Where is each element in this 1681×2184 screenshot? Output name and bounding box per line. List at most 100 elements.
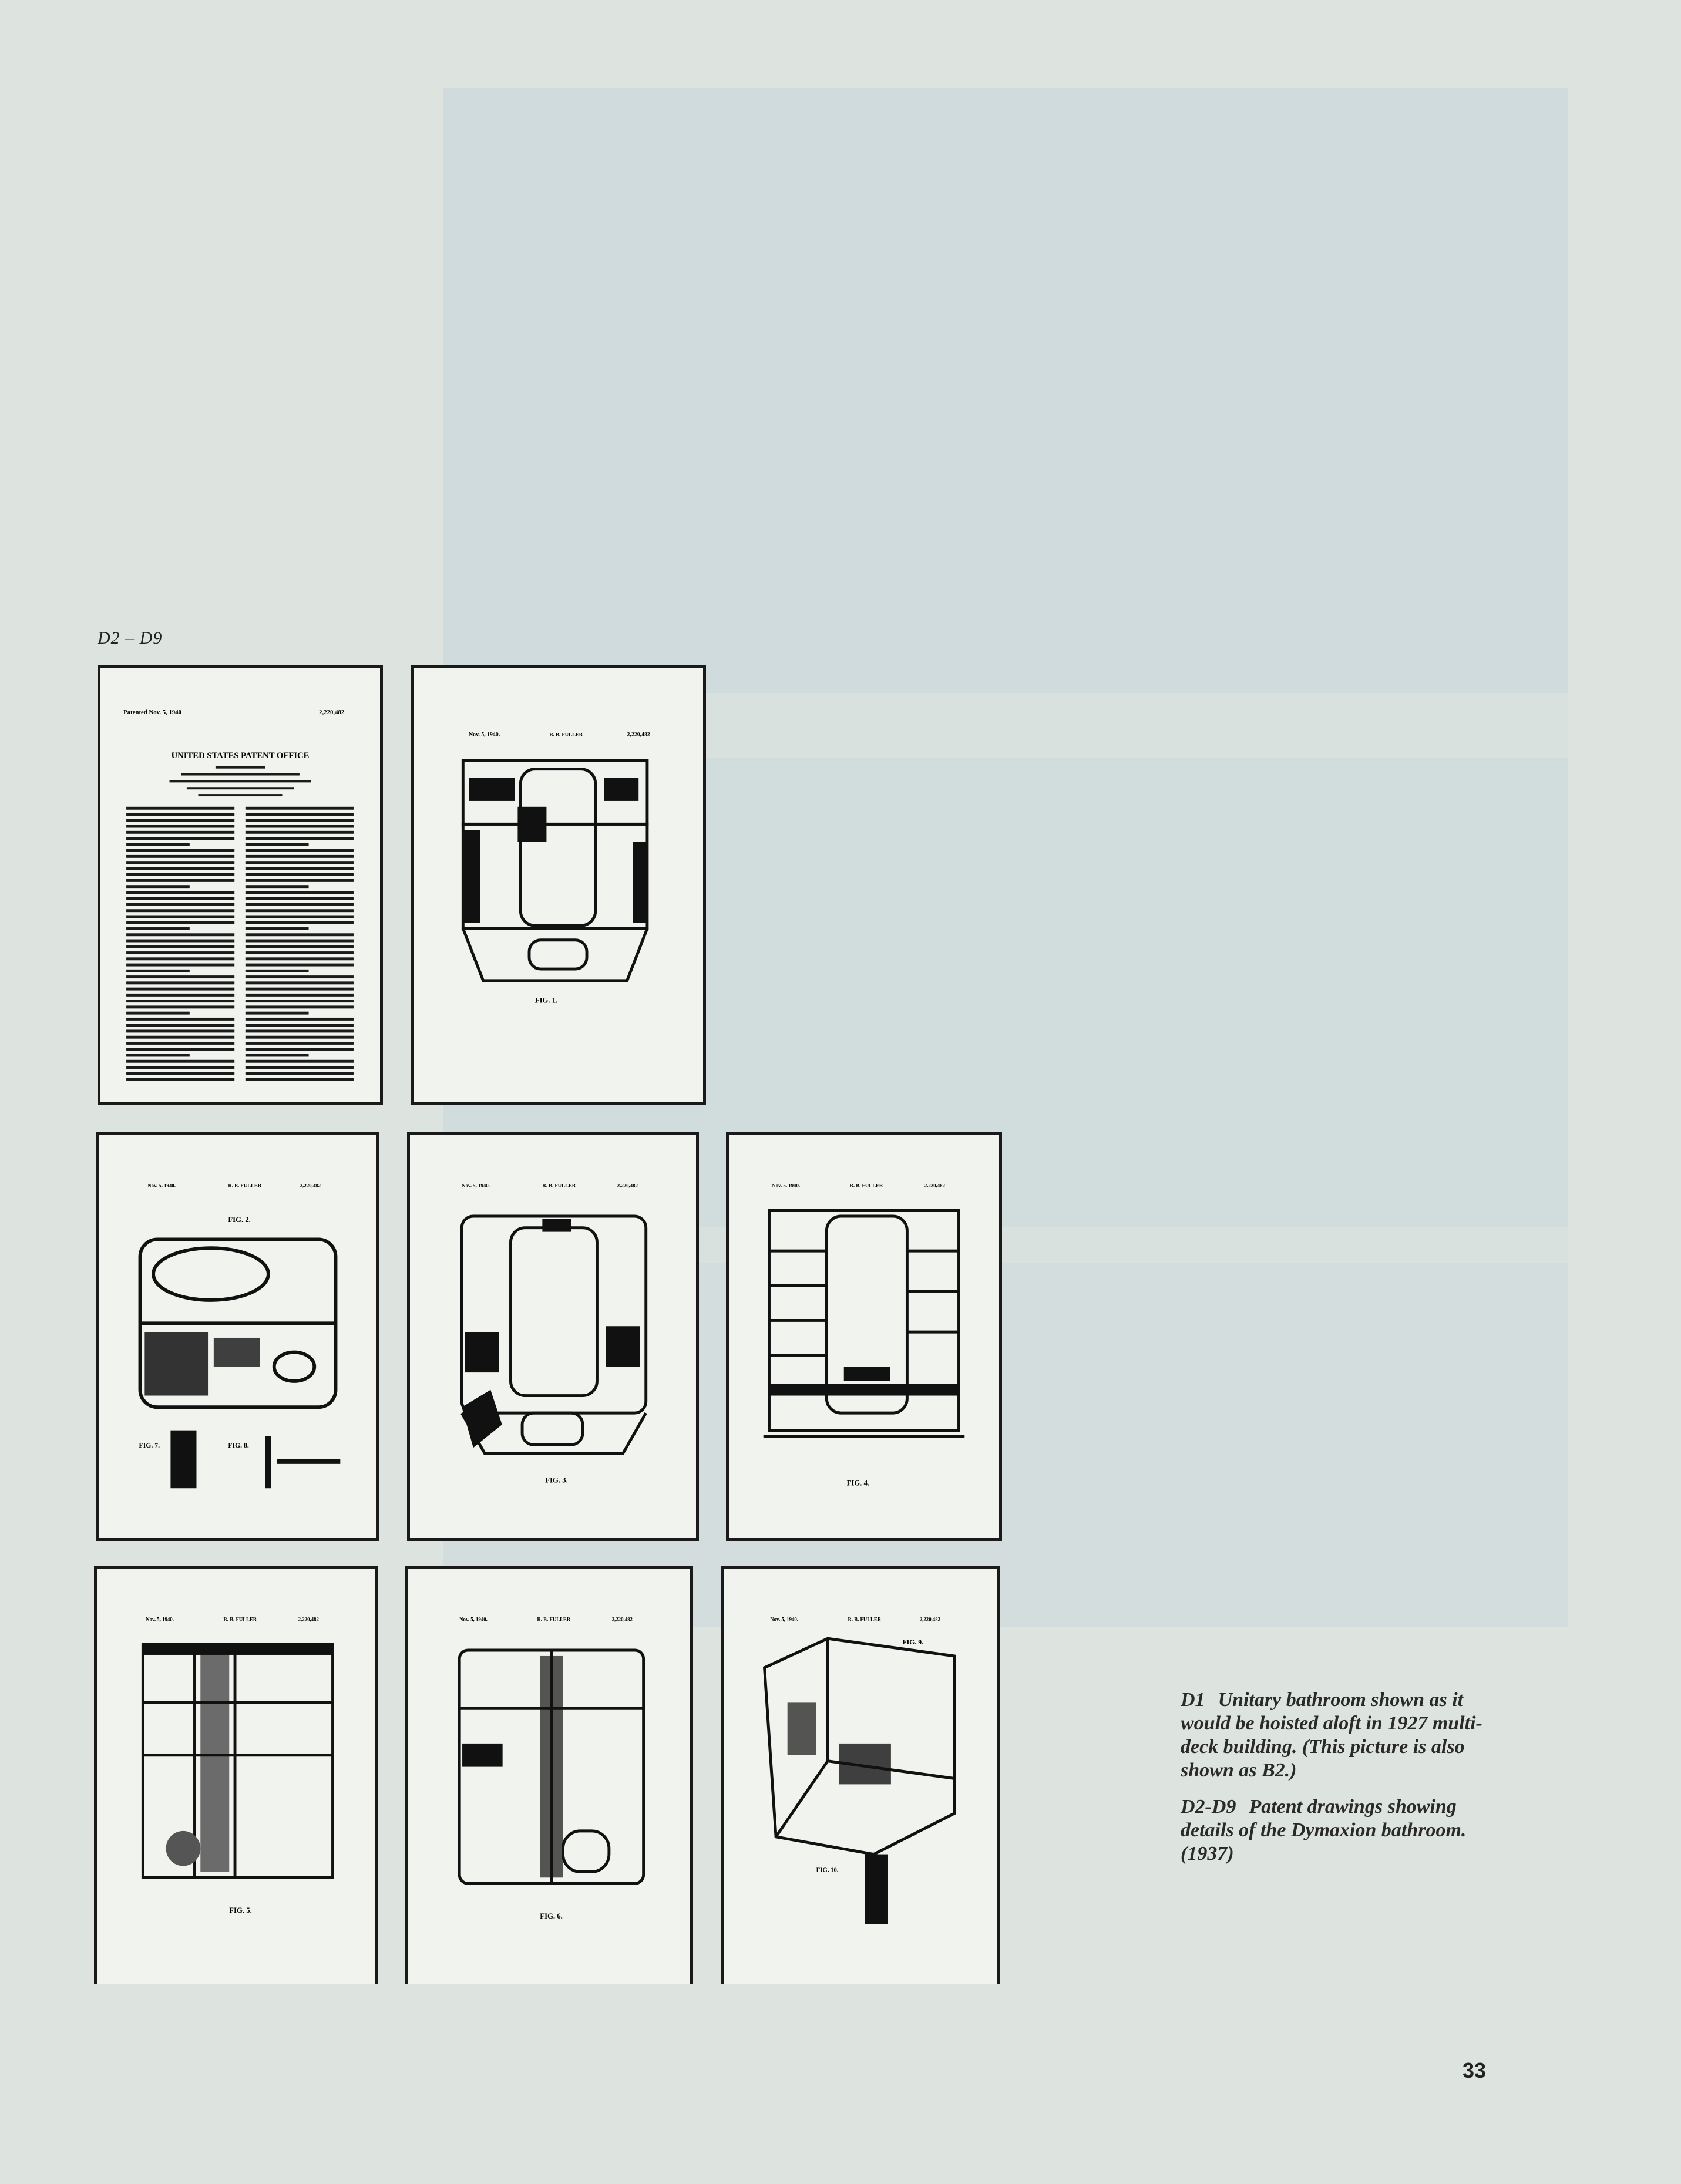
text-line	[245, 885, 309, 889]
sheet-header-mid: R. B. FULLER	[850, 1183, 883, 1189]
text-line	[245, 873, 354, 876]
text-line	[245, 867, 354, 870]
text-line	[126, 854, 235, 858]
text-line	[126, 1005, 235, 1009]
text-line	[245, 921, 354, 924]
text-line	[245, 1017, 354, 1021]
text-line	[245, 825, 354, 828]
text-line	[245, 1005, 354, 1009]
sheet-header-left: Nov. 5, 1940.	[147, 1183, 176, 1189]
fig-label: FIG. 3.	[545, 1476, 568, 1484]
patent-drawing-sheet-fig2: Nov. 5, 1940. R. B. FULLER 2,220,482 FIG…	[96, 1132, 379, 1541]
text-line	[126, 1000, 235, 1003]
text-line	[245, 993, 354, 997]
patent-drawing-sheet-fig6: Nov. 5, 1940. R. B. FULLER 2,220,482 FIG…	[405, 1566, 693, 1984]
text-line	[126, 1011, 190, 1015]
text-line	[245, 969, 309, 972]
fig-label: FIG. 9.	[902, 1638, 923, 1646]
text-line	[126, 915, 235, 918]
sheet-header-right: 2,220,482	[924, 1183, 946, 1189]
text-line	[245, 1078, 354, 1081]
text-line	[245, 1035, 354, 1039]
text-line	[245, 806, 354, 810]
text-line	[245, 957, 354, 961]
text-line	[245, 849, 354, 852]
sheet-header-mid: R. B. FULLER	[542, 1183, 576, 1189]
sheet-header-right: 2,220,482	[920, 1616, 941, 1622]
text-line	[126, 1029, 235, 1033]
fig-label-c: FIG. 8.	[228, 1442, 249, 1449]
sheet-header-left: Nov. 5, 1940.	[469, 731, 500, 738]
text-line	[126, 969, 190, 972]
text-line	[126, 849, 235, 852]
caption-code: D2-D9	[1181, 1796, 1236, 1818]
text-line	[126, 987, 235, 991]
text-line	[126, 1072, 235, 1075]
text-line	[245, 981, 354, 985]
text-line	[245, 830, 354, 834]
text-line	[126, 873, 235, 876]
text-line	[126, 1017, 235, 1021]
text-line	[126, 1024, 235, 1027]
text-line	[126, 813, 235, 816]
fig-label-b: FIG. 7.	[139, 1442, 160, 1449]
text-line	[126, 963, 235, 967]
sheet-header-right: 2,220,482	[298, 1616, 320, 1622]
patent-text-sheet: Patented Nov. 5, 1940 2,220,482 UNITED S…	[98, 665, 383, 1105]
text-line	[245, 927, 309, 930]
text-line	[245, 843, 309, 846]
text-line	[245, 975, 354, 979]
bathroom-section-drawing-2: Nov. 5, 1940. R. B. FULLER 2,220,482 FIG…	[763, 1183, 965, 1487]
text-line	[126, 903, 235, 906]
text-line	[245, 813, 354, 816]
sheet-header-mid: R. B. FULLER	[848, 1616, 881, 1622]
text-line	[126, 1054, 190, 1057]
sheet-header-right: 2,220,482	[617, 1183, 638, 1189]
sheet-header-mid: R. B. FULLER	[537, 1616, 570, 1622]
sheet-header-right: 2,220,482	[300, 1183, 321, 1189]
text-line	[245, 1054, 309, 1057]
text-line	[126, 819, 235, 822]
text-line	[245, 1011, 309, 1015]
patent-drawing-sheet-fig1: Nov. 5, 1940. R. B. FULLER 2,220,482 FIG…	[411, 665, 706, 1105]
text-line	[126, 830, 235, 834]
text-line	[126, 885, 190, 889]
page-number: 33	[1463, 2058, 1487, 2082]
sheet-header-left: Nov. 5, 1940.	[146, 1616, 174, 1622]
text-line	[245, 1066, 354, 1069]
fig-label-b: FIG. 10.	[816, 1866, 839, 1873]
text-line	[126, 933, 235, 937]
text-line	[245, 861, 354, 864]
bathroom-section-drawing: Nov. 5, 1940. R. B. FULLER 2,220,482 FIG…	[460, 1183, 648, 1484]
caption-text: Patent drawings showing details of the D…	[1181, 1796, 1467, 1865]
sheet-header-left: Nov. 5, 1940.	[770, 1616, 798, 1622]
text-line	[126, 1048, 235, 1051]
text-line	[126, 825, 235, 828]
fig-label: FIG. 1.	[535, 996, 558, 1004]
text-line	[126, 1035, 235, 1039]
text-line	[126, 939, 235, 943]
text-line	[245, 939, 354, 943]
text-line	[245, 909, 354, 913]
sheet-header-left: Patented Nov. 5, 1940	[123, 709, 181, 716]
text-line	[245, 1048, 354, 1051]
text-line	[126, 891, 235, 894]
text-line	[245, 933, 354, 937]
caption-text: Unitary bathroom shown as it would be ho…	[1181, 1689, 1482, 1781]
sheet-header-right: 2,220,482	[319, 709, 344, 716]
text-line	[126, 897, 235, 900]
bathroom-wall-drawing-2: Nov. 5, 1940. R. B. FULLER 2,220,482 FIG…	[458, 1616, 645, 1920]
text-line	[126, 921, 235, 924]
text-line	[126, 927, 190, 930]
text-line	[245, 1059, 354, 1063]
patent-drawing-sheet-fig3: Nov. 5, 1940. R. B. FULLER 2,220,482 FIG…	[407, 1132, 699, 1541]
text-line	[245, 1000, 354, 1003]
sheet-header-mid: R. B. FULLER	[549, 731, 583, 737]
text-line	[245, 897, 354, 900]
text-line	[126, 975, 235, 979]
text-line	[126, 843, 190, 846]
text-line	[126, 1066, 235, 1069]
patent-drawing-sheet-fig5: Nov. 5, 1940. R. B. FULLER 2,220,482 FIG…	[94, 1566, 378, 1984]
